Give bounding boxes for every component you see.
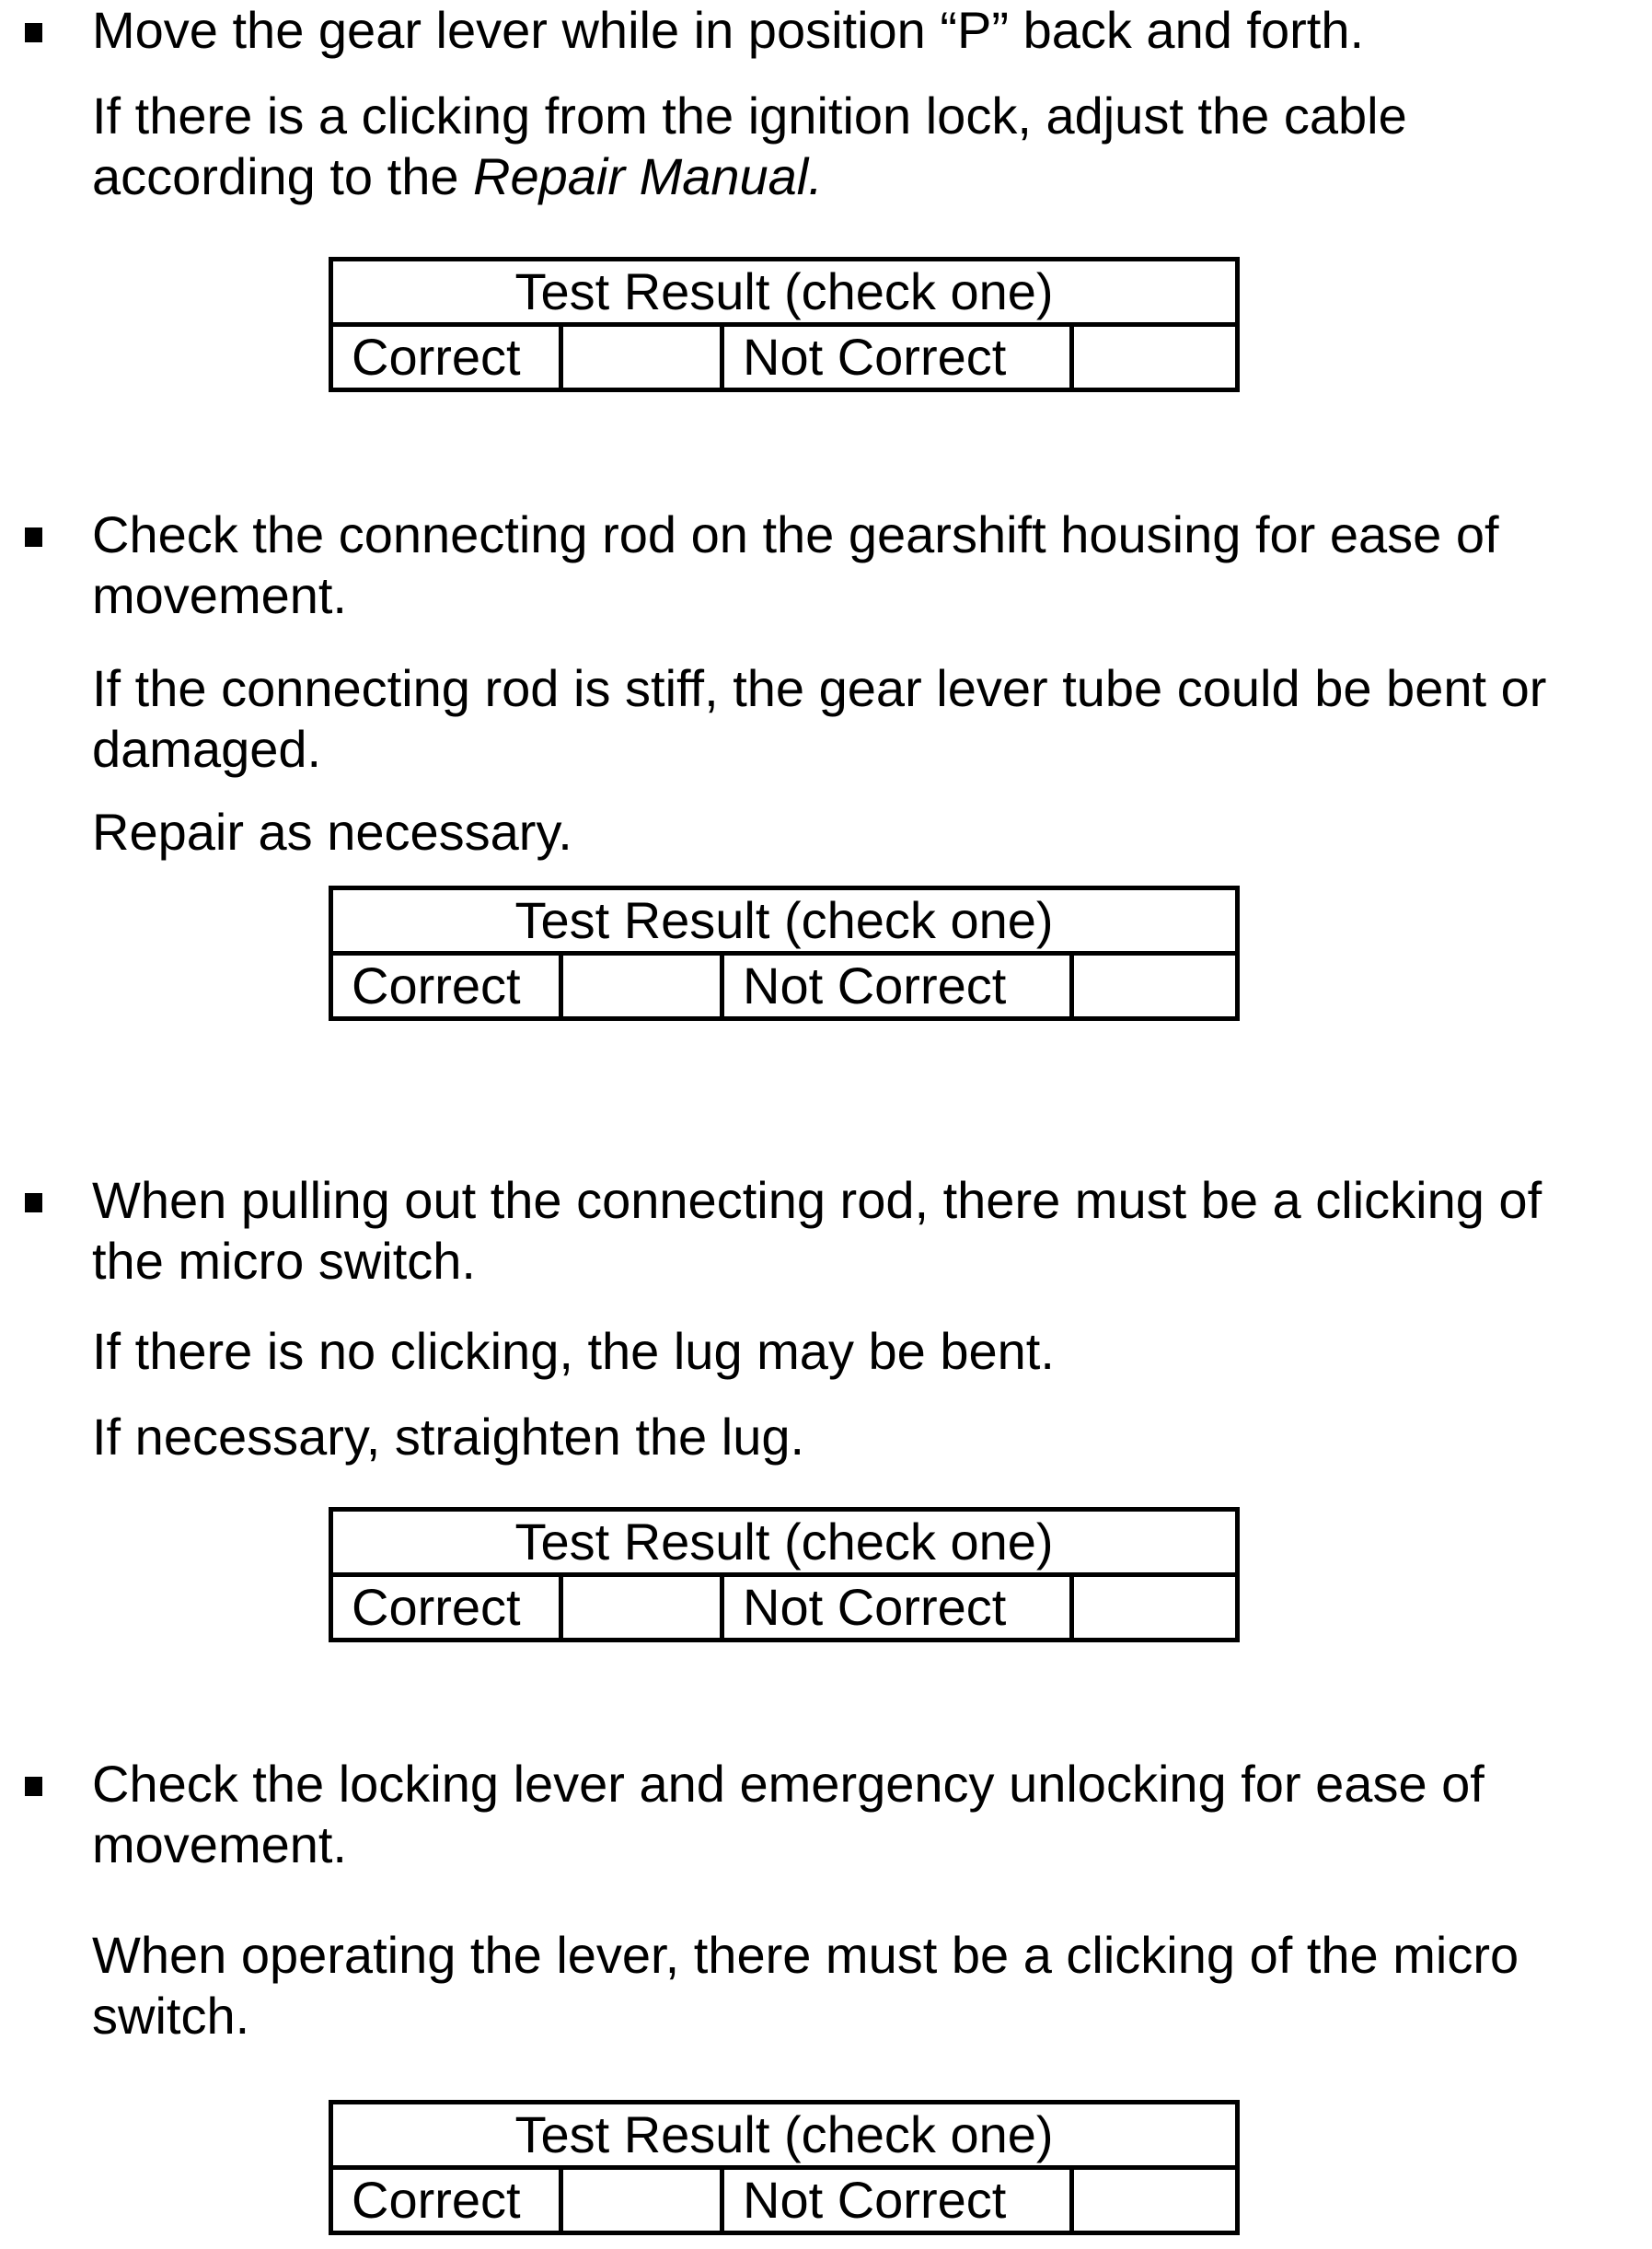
correct-label-cell: Correct xyxy=(329,1572,563,1642)
bullet-icon xyxy=(25,527,42,547)
section-1-paragraph-1: If there is a clicking from the ignition… xyxy=(92,86,1407,207)
bullet-text-line: the micro switch. xyxy=(92,1232,476,1290)
correct-check-cell[interactable] xyxy=(559,2165,724,2235)
section-4-bullet-item: Check the locking lever and emergency un… xyxy=(25,1754,1484,1875)
bullet-text-line: Check the connecting rod on the gearshif… xyxy=(92,505,1499,563)
test-result-table-4: Test Result (check one) Correct Not Corr… xyxy=(328,2100,1241,2235)
bullet-icon xyxy=(25,1777,42,1796)
paragraph-line: If necessary, straighten the lug. xyxy=(92,1408,805,1466)
bullet-text-line: movement. xyxy=(92,566,347,624)
bullet-text-line: Check the locking lever and emergency un… xyxy=(92,1755,1484,1813)
section-3-paragraph-1: If there is no clicking, the lug may be … xyxy=(92,1321,1055,1382)
section-2-paragraph-1: If the connecting rod is stiff, the gear… xyxy=(92,658,1546,780)
correct-check-cell[interactable] xyxy=(559,322,724,392)
paragraph-text: according to the xyxy=(92,147,474,205)
paragraph-line: switch. xyxy=(92,1987,250,2045)
bullet-text-line: When pulling out the connecting rod, the… xyxy=(92,1171,1542,1229)
table-header-cell: Test Result (check one) xyxy=(328,886,1241,956)
section-1-bullet-item: Move the gear lever while in position “P… xyxy=(25,0,1365,61)
section-3-paragraph-2: If necessary, straighten the lug. xyxy=(92,1407,804,1467)
correct-check-cell[interactable] xyxy=(559,1572,724,1642)
section-2-bullet-item: Check the connecting rod on the gearshif… xyxy=(25,504,1499,626)
bullet-icon xyxy=(25,1193,42,1212)
not-correct-check-cell[interactable] xyxy=(1069,322,1241,392)
not-correct-label-cell: Not Correct xyxy=(720,1572,1074,1642)
bullet-icon xyxy=(25,23,42,42)
section-3-bullet-item: When pulling out the connecting rod, the… xyxy=(25,1170,1542,1292)
paragraph-line: Repair as necessary. xyxy=(92,803,572,861)
table-header-cell: Test Result (check one) xyxy=(328,1507,1241,1577)
bullet-text-line: Move the gear lever while in position “P… xyxy=(92,1,1365,59)
not-correct-label-cell: Not Correct xyxy=(720,2165,1074,2235)
paragraph-line: If the connecting rod is stiff, the gear… xyxy=(92,659,1547,717)
test-result-table-2: Test Result (check one) Correct Not Corr… xyxy=(328,886,1241,1021)
not-correct-label-cell: Not Correct xyxy=(720,322,1074,392)
test-result-table-3: Test Result (check one) Correct Not Corr… xyxy=(328,1507,1241,1642)
not-correct-check-cell[interactable] xyxy=(1069,951,1241,1021)
paragraph-line: damaged. xyxy=(92,720,322,778)
correct-label-cell: Correct xyxy=(329,2165,563,2235)
not-correct-label-cell: Not Correct xyxy=(720,951,1074,1021)
table-header-cell: Test Result (check one) xyxy=(328,257,1241,327)
repair-manual-italic: Repair Manual. xyxy=(473,147,823,205)
paragraph-line: When operating the lever, there must be … xyxy=(92,1926,1519,1984)
not-correct-check-cell[interactable] xyxy=(1069,2165,1241,2235)
correct-label-cell: Correct xyxy=(329,322,563,392)
section-2-paragraph-2: Repair as necessary. xyxy=(92,802,572,863)
paragraph-line: according to the Repair Manual. xyxy=(92,146,1407,207)
test-result-table-1: Test Result (check one) Correct Not Corr… xyxy=(328,257,1241,392)
correct-label-cell: Correct xyxy=(329,951,563,1021)
bullet-text-line: movement. xyxy=(92,1815,347,1873)
not-correct-check-cell[interactable] xyxy=(1069,1572,1241,1642)
table-header-cell: Test Result (check one) xyxy=(328,2100,1241,2170)
correct-check-cell[interactable] xyxy=(559,951,724,1021)
paragraph-line: If there is a clicking from the ignition… xyxy=(92,87,1407,145)
section-4-paragraph-1: When operating the lever, there must be … xyxy=(92,1925,1519,2046)
paragraph-line: If there is no clicking, the lug may be … xyxy=(92,1322,1055,1380)
